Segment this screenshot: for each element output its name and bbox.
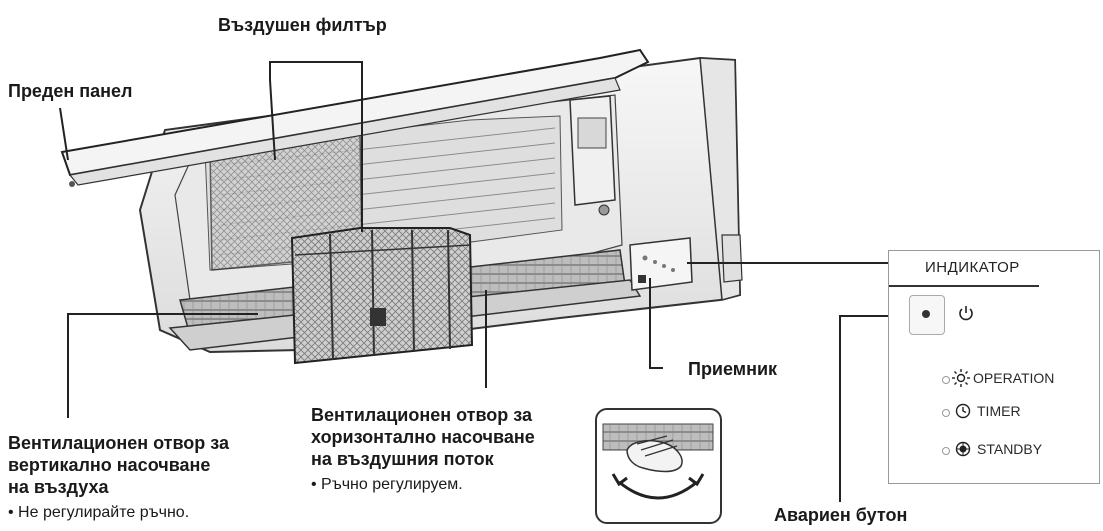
indicator-item-timer: TIMER (977, 403, 1021, 419)
receiver-label: Приемник (688, 359, 778, 379)
operation-led (942, 376, 950, 384)
clock-icon (955, 403, 971, 419)
indicator-panel: ИНДИКАТОР OPERATION TIMER STANDBY (888, 250, 1100, 484)
front-panel (60, 48, 650, 187)
horizontal-vent-label-line1: Вентилационен отвор за (311, 405, 532, 425)
hand-adjust-icon (602, 423, 714, 500)
sun-icon (952, 369, 970, 387)
vertical-vent-label-line2: вертикално насочване (8, 455, 211, 475)
emergency-button-dot (922, 310, 930, 318)
emergency-button[interactable] (909, 295, 945, 335)
power-icon (959, 306, 973, 321)
front-panel-label: Преден панел (8, 81, 133, 101)
indicator-item-operation: OPERATION (973, 370, 1055, 386)
horizontal-vent-label-line3: на въздушния поток (311, 449, 494, 469)
vertical-vent-note: • Не регулирайте ръчно. (8, 504, 190, 521)
indicator-title: ИНДИКАТОР (925, 259, 1020, 276)
air-filter-label: Въздушен филтър (218, 15, 387, 35)
indicator-item-standby: STANDBY (977, 441, 1043, 457)
horizontal-vent-note: • Ръчно регулируем. (311, 476, 463, 493)
vertical-vent-label-line1: Вентилационен отвор за (8, 433, 229, 453)
indicator-title-underline (889, 285, 1039, 287)
manual-adjust-inset (595, 408, 722, 524)
timer-led (942, 409, 950, 417)
horizontal-vent-label-line2: хоризонтално насочване (311, 427, 535, 447)
standby-icon (955, 441, 971, 457)
air-filter-removed (290, 227, 474, 365)
standby-led (942, 447, 950, 455)
vertical-vent-label-line3: на въздуха (8, 477, 109, 497)
emergency-button-label: Авариен бутон (774, 505, 908, 525)
